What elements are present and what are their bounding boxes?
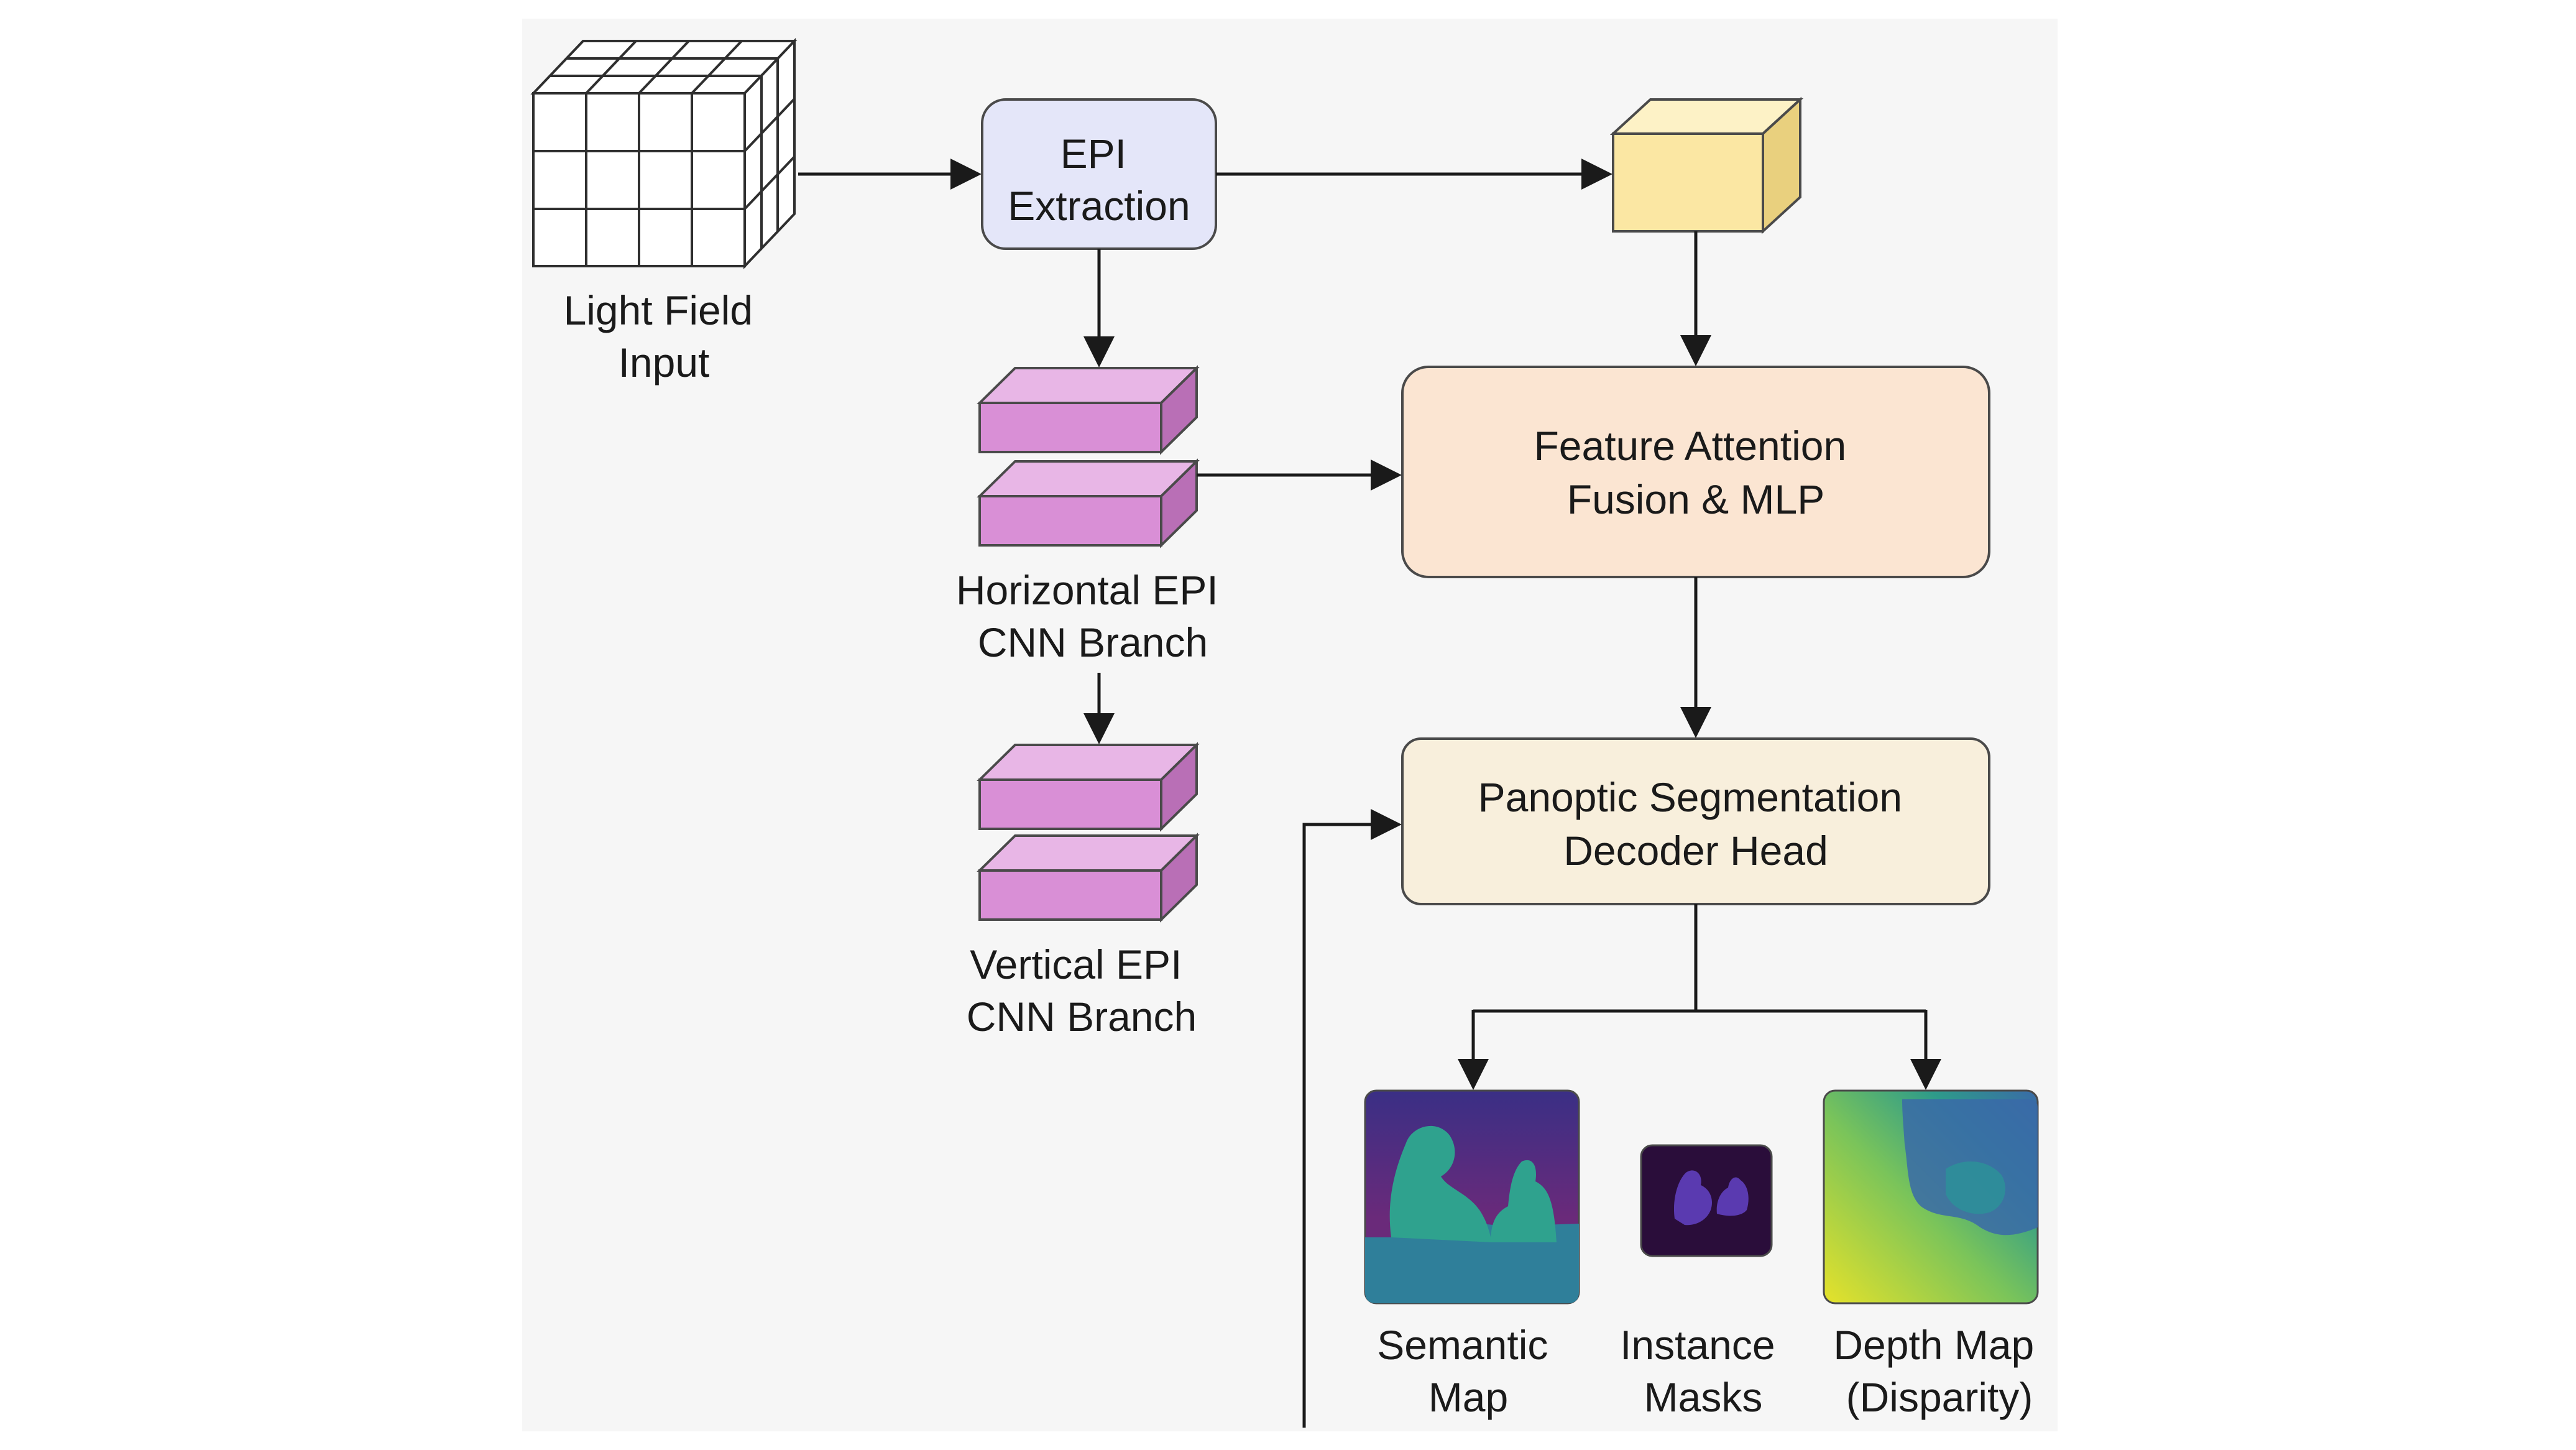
feature-cube-icon: [1609, 96, 1804, 234]
panoptic-decoder-label: Panoptic Segmentation Decoder Head: [1478, 774, 1914, 874]
semantic-map-image: [1364, 1089, 1580, 1305]
feature-attention-box: [1401, 366, 1990, 578]
panoptic-decoder-box: [1401, 737, 1990, 905]
connector-arrows: [798, 159, 1941, 1428]
epi-extraction-label: EPI Extraction: [1008, 131, 1190, 229]
instance-masks-label: Instance Masks: [1620, 1322, 1787, 1420]
semantic-map-label: Semantic Map: [1377, 1322, 1559, 1420]
light-field-cube-icon: [530, 38, 798, 269]
arrow-skip-to-decoder: [1302, 809, 1402, 1428]
instance-masks-image: [1640, 1144, 1773, 1257]
vertical-branch-label: Vertical EPI CNN Branch: [967, 941, 1197, 1040]
diagram-panel: [522, 19, 2058, 1431]
depth-map-image: [1823, 1089, 2039, 1305]
vertical-cnn-blocks-icon: [977, 742, 1200, 923]
depth-map-label: Depth Map (Disparity): [1833, 1322, 2045, 1420]
feature-attention-label: Feature Attention Fusion & MLP: [1534, 423, 1857, 522]
light-field-input-label: Light Field Input: [564, 287, 765, 386]
horizontal-branch-label: Horizontal EPI CNN Branch: [956, 567, 1230, 665]
horizontal-cnn-blocks-icon: [977, 365, 1200, 548]
